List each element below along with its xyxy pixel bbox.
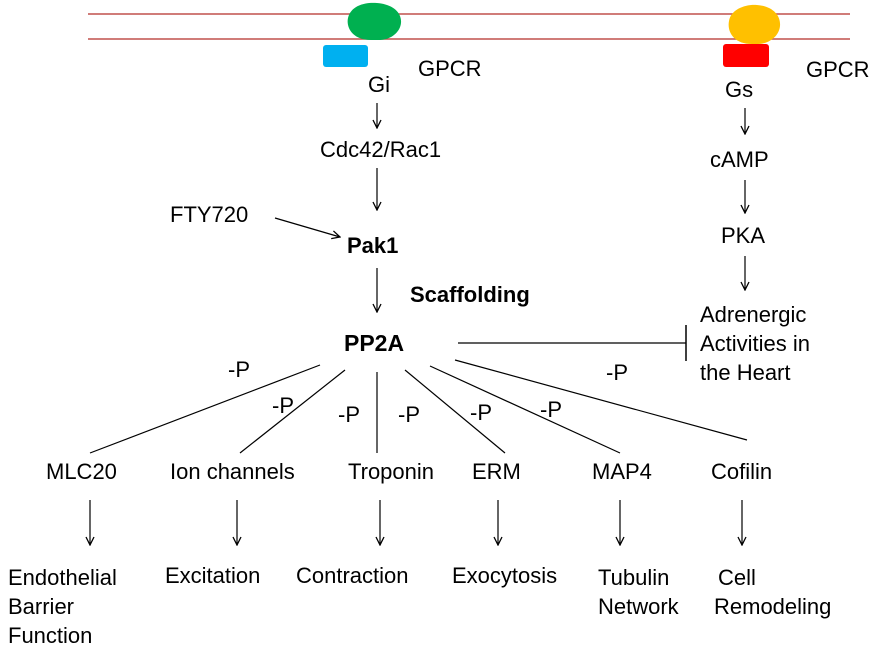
gpcr-left-receptor — [347, 2, 402, 40]
camp-label: cAMP — [710, 147, 769, 172]
dephospho-label-adrenergic: -P — [606, 360, 628, 385]
adrenergic-activities-label: Adrenergic Activities in the Heart — [700, 300, 810, 387]
pp2a-label: PP2A — [344, 330, 405, 356]
adrenergic-line-3: the Heart — [700, 360, 791, 385]
outcome-contraction: Contraction — [296, 563, 409, 588]
dephospho-label-map4: -P — [470, 400, 492, 425]
outcome-line: Function — [8, 623, 93, 648]
pp2a-to-erm-line — [404, 369, 506, 454]
dephospho-label-troponin: -P — [338, 402, 360, 427]
target-map4: MAP4 — [592, 459, 652, 484]
scaffolding-label: Scaffolding — [410, 282, 530, 307]
target-troponin: Troponin — [348, 459, 435, 484]
outcome-line: Endothelial — [8, 565, 117, 590]
gi-protein-box — [323, 45, 368, 67]
outcome-excitation: Excitation — [165, 563, 261, 588]
gs-label: Gs — [725, 77, 754, 102]
outcome-line: Cell — [718, 565, 756, 590]
adrenergic-line-2: Activities in — [700, 331, 811, 356]
adrenergic-line-1: Adrenergic — [700, 302, 807, 327]
pp2a-to-cofilin-line — [454, 359, 748, 441]
pka-label: PKA — [721, 223, 766, 248]
gpcr-right-label: GPCR — [806, 57, 870, 82]
target-ion-channels: Ion channels — [170, 459, 295, 484]
outcome-line: Tubulin — [598, 565, 670, 590]
gi-label: Gi — [368, 72, 390, 97]
outcome-cell-remodeling: Cell Remodeling — [714, 563, 831, 621]
fty720-label: FTY720 — [170, 202, 249, 227]
gpcr-right-receptor — [728, 4, 781, 44]
pp2a-to-map4-line — [429, 365, 621, 454]
target-mlc20: MLC20 — [46, 459, 117, 484]
pak1-label: Pak1 — [347, 233, 399, 258]
cdc42-rac1-label: Cdc42/Rac1 — [320, 137, 442, 162]
gpcr-left-label: GPCR — [418, 56, 482, 81]
outcome-line: Remodeling — [714, 594, 832, 619]
outcome-line: Network — [598, 594, 679, 619]
outcome-line: Barrier — [8, 594, 75, 619]
arrow-fty720-to-pak1 — [274, 217, 340, 237]
outcome-exocytosis: Exocytosis — [452, 563, 558, 588]
pp2a-to-ion-channels-line — [239, 369, 346, 454]
target-erm: ERM — [472, 459, 521, 484]
outcome-endothelial-barrier-function: Endothelial Barrier Function — [8, 563, 117, 650]
dephospho-label-mlc20: -P — [228, 357, 250, 382]
dephospho-label-cofilin: -P — [540, 397, 562, 422]
target-cofilin: Cofilin — [711, 459, 773, 484]
pp2a-to-mlc20-line — [89, 364, 321, 454]
gs-protein-box — [723, 44, 769, 67]
dephospho-label-ion-channels: -P — [272, 393, 294, 418]
dephospho-label-erm: -P — [398, 402, 420, 427]
outcome-tubulin-network: Tubulin Network — [598, 563, 679, 621]
